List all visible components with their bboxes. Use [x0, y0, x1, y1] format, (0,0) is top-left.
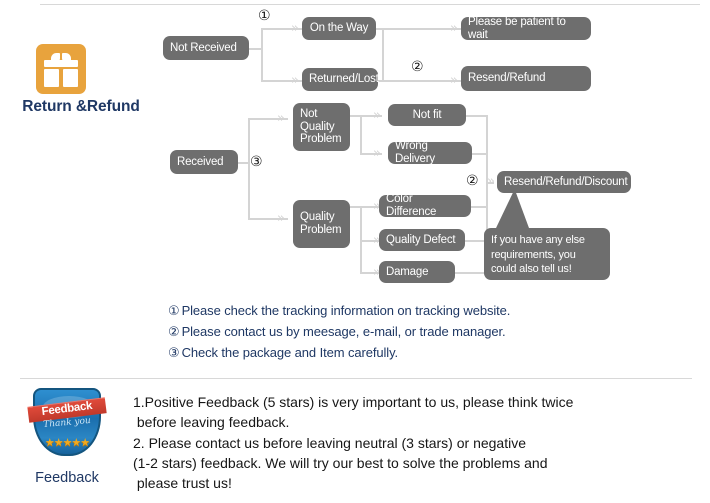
arrow-chevron-icon: » [277, 211, 285, 226]
node-quality-defect: Quality Defect [379, 229, 465, 251]
connector-line [375, 80, 461, 82]
return-refund-label: Return &Refund [22, 98, 140, 115]
note-3-text: Check the package and Item carefully. [181, 345, 399, 360]
feedback-line: please trust us! [133, 475, 232, 492]
node-damage: Damage [379, 261, 455, 283]
connector-line [249, 48, 263, 50]
note-1-text: Please check the tracking information on… [181, 303, 511, 318]
feedback-line: (1-2 stars) feedback. We will try our be… [133, 454, 548, 471]
connector-line [360, 153, 382, 155]
marker-2-top: ② [411, 59, 424, 75]
connector-line [261, 80, 302, 82]
connector-line [360, 272, 382, 274]
callout-bubble: If you have any else requirements, you c… [484, 228, 610, 280]
gift-body-right [63, 69, 78, 87]
connector-line [261, 28, 263, 82]
node-color-difference: Color Difference [379, 193, 471, 218]
note-1-number: ① [168, 304, 180, 319]
connector-line [382, 28, 384, 80]
connector-line [248, 118, 250, 218]
arrow-chevron-icon: » [373, 265, 381, 280]
connector-line [261, 28, 302, 30]
connector-line [360, 240, 382, 242]
shield-stars-icon: ★★★★★ [44, 436, 90, 449]
feedback-policy-text: 1.Positive Feedback (5 stars) is very im… [133, 392, 678, 493]
arrow-chevron-icon: » [373, 199, 381, 214]
feedback-line: 2. Please contact us before leaving neut… [133, 434, 526, 451]
node-on-the-way: On the Way [302, 17, 376, 40]
note-2-text: Please contact us by meesage, e-mail, or… [181, 324, 506, 339]
note-2-number: ② [168, 325, 180, 340]
node-returned-lost: Returned/Lost [302, 68, 379, 91]
note-3-number: ③ [168, 346, 180, 361]
divider-middle [20, 378, 692, 379]
connector-line [486, 182, 494, 184]
arrow-chevron-icon: » [277, 111, 285, 126]
feedback-line: before leaving feedback. [133, 414, 290, 431]
connector-line [248, 118, 288, 120]
gift-bow-right [62, 53, 71, 62]
marker-3: ③ [250, 154, 263, 170]
node-resend-refund: Resend/Refund [461, 66, 591, 91]
arrow-chevron-icon: » [450, 73, 458, 88]
connector-line [472, 153, 488, 155]
node-resend-refund-discount: Resend/Refund/Discount [497, 171, 631, 193]
arrow-chevron-icon: » [487, 174, 495, 189]
arrow-chevron-icon: » [373, 233, 381, 248]
node-please-be-patient: Please be patient to wait [461, 16, 591, 41]
connector-line [486, 115, 488, 272]
gift-lid [44, 60, 78, 67]
arrow-chevron-icon: » [291, 21, 299, 36]
return-refund-flowchart: » » » » Not Received On the Way Returned… [163, 8, 631, 283]
feedback-shield-badge: Feedback Thank you ★★★★★ [27, 386, 107, 462]
connector-line [466, 115, 488, 117]
arrow-chevron-icon: » [291, 73, 299, 88]
node-wrong-delivery: Wrong Delivery [388, 140, 472, 165]
gift-bow-left [51, 53, 60, 62]
feedback-line: 1.Positive Feedback (5 stars) is very im… [133, 394, 574, 410]
node-not-fit: Not fit [388, 104, 466, 126]
arrow-chevron-icon: » [373, 108, 381, 123]
node-not-quality-problem: Not Quality Problem [293, 103, 350, 151]
node-quality-problem: Quality Problem [293, 200, 350, 248]
arrow-chevron-icon: » [450, 21, 458, 36]
feedback-label: Feedback [35, 470, 99, 486]
gift-body-left [44, 69, 59, 87]
node-not-received: Not Received [163, 36, 249, 60]
connector-line [350, 206, 382, 208]
connector-line [360, 115, 362, 153]
connector-line [471, 206, 488, 208]
arrow-chevron-icon: » [373, 146, 381, 161]
connector-line [465, 240, 488, 242]
connector-line [375, 28, 461, 30]
connector-line [248, 218, 288, 220]
divider-top [40, 4, 700, 5]
connector-line [238, 162, 250, 164]
marker-1: ① [258, 8, 271, 24]
connector-line [360, 206, 362, 272]
gift-icon [36, 44, 86, 94]
connector-line [455, 272, 488, 274]
node-received: Received [170, 150, 238, 174]
marker-2-middle: ② [466, 173, 479, 189]
connector-line [350, 115, 382, 117]
